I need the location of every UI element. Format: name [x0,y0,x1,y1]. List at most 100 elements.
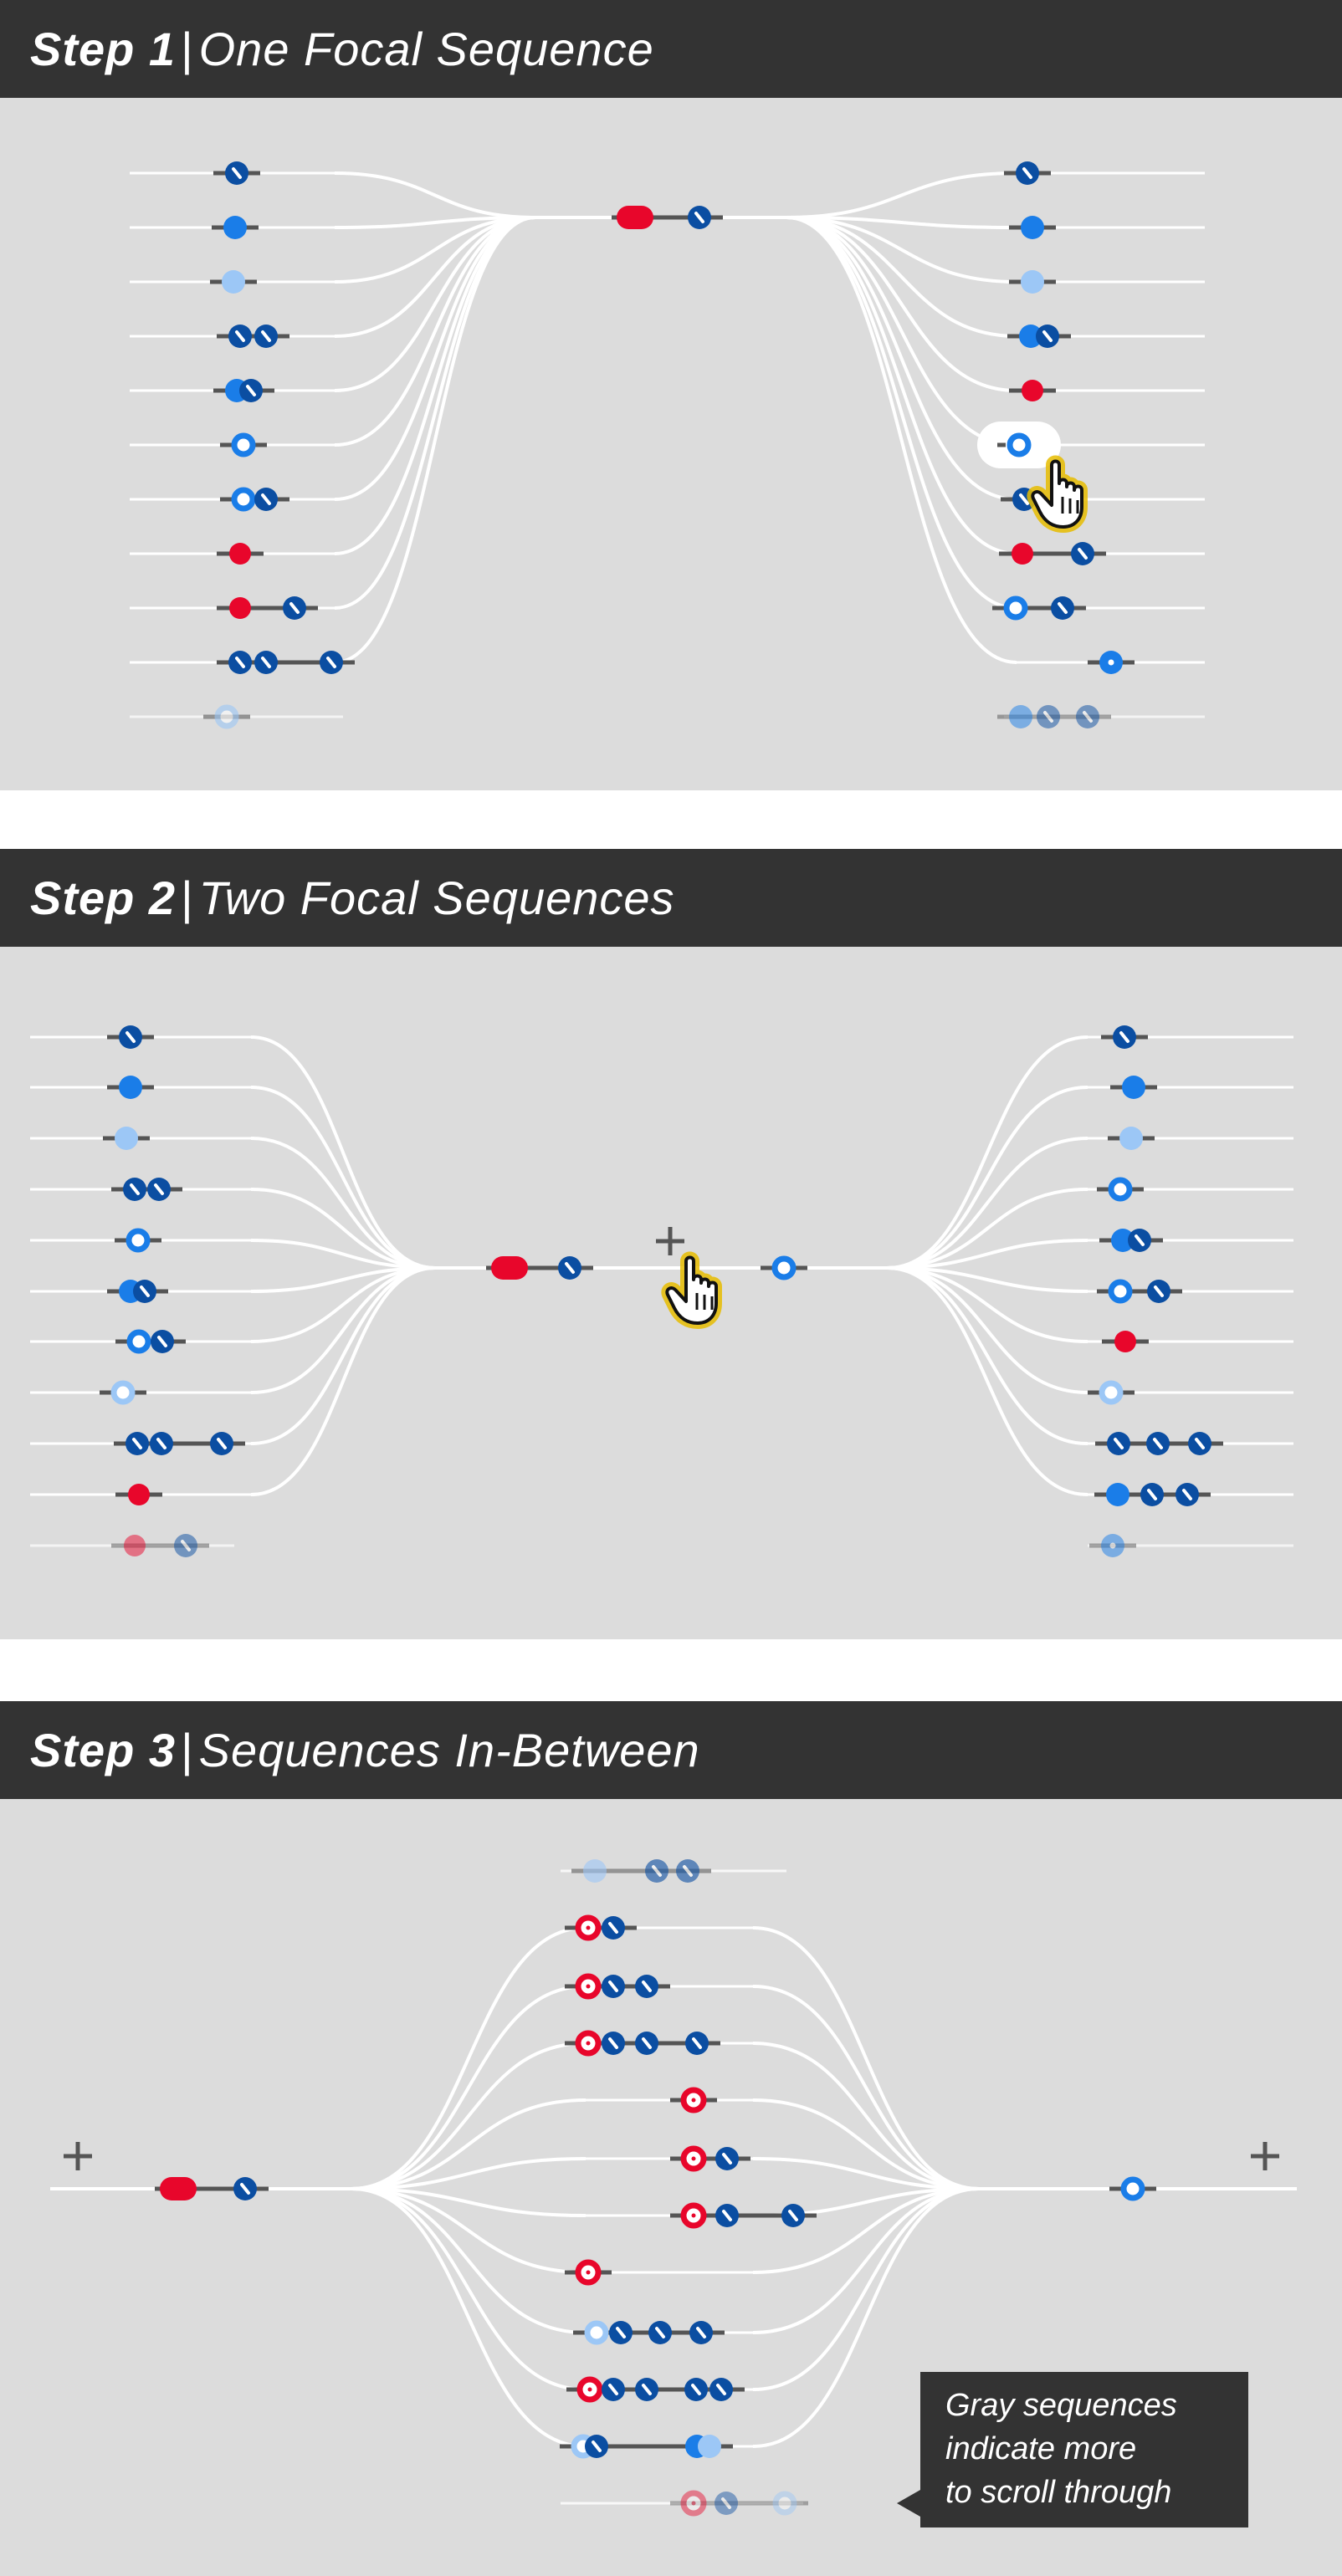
connector-curve [334,216,536,501]
connector-curve [250,1266,436,1445]
connector-curve [752,2098,980,2190]
slash-mark [655,2327,665,2338]
ring-center [587,2387,592,2392]
event-D [558,1256,581,1280]
ring-center [586,1925,591,1930]
red-pill [160,2177,197,2200]
blue-dot [223,216,247,239]
event-R [229,597,251,619]
event-R [1114,1331,1136,1352]
event-O [1006,432,1032,457]
slash-mark [1119,1031,1129,1043]
connector-curve [752,2187,980,2448]
event-D [1016,161,1039,185]
event-RO [575,2030,602,2057]
connector-curve [786,216,1017,610]
blue-ring [126,1329,151,1354]
event-D [602,2032,625,2055]
connector-curve [886,1239,1088,1270]
step-1-diagram [130,161,1205,729]
event-D [133,1280,156,1303]
slash-mark [592,2441,602,2452]
slash-mark [565,1262,575,1274]
event-O [1108,1279,1133,1304]
connector-curve [752,1985,980,2190]
connector-curve [334,216,536,555]
event-L [1119,1127,1143,1150]
event-D [254,325,278,348]
connector-curve [351,1985,586,2190]
slash-mark [326,657,336,668]
red-dot [124,1535,146,1556]
event-D [684,2378,708,2401]
event-RO [575,1914,602,1941]
connector-curve [351,2187,586,2334]
event-D [715,2492,738,2515]
plus-icon [1251,2142,1279,2170]
slash-mark [1135,1234,1145,1246]
slash-mark [1195,1438,1205,1449]
slash-mark [1042,330,1053,342]
event-D [1051,596,1074,620]
event-D [635,2032,658,2055]
blue-dot [1009,705,1032,728]
light-blue-dot [115,1127,138,1150]
tooltip-line-3: to scroll through [945,2475,1172,2510]
slash-mark [156,1438,166,1449]
event-OL [584,2320,609,2345]
event-OL [110,1380,136,1405]
red-pill [617,206,653,229]
light-blue-ring [772,2491,797,2516]
red-dot [1114,1331,1136,1352]
slash-mark [157,1336,167,1347]
event-D [1128,1229,1151,1252]
event-O [1108,1177,1133,1202]
slash-mark [1058,602,1068,614]
slash-mark [616,2327,626,2338]
blue-dot [119,1076,142,1099]
event-BD [1101,1534,1124,1557]
slash-mark [694,212,704,223]
slash-mark [608,1981,618,1992]
event-B [1106,1483,1129,1506]
event-R [1022,380,1043,401]
event-D [1071,542,1094,565]
connector-curve [786,216,1017,229]
hand-pointer-icon [661,1251,722,1329]
connector-curve [752,2187,980,2391]
blue-ring [771,1255,796,1280]
connector-curve [351,1926,586,2190]
slash-mark [132,1438,142,1449]
event-D [283,596,306,620]
slash-mark [235,657,245,668]
slash-mark [642,2384,652,2395]
slash-mark [691,2384,701,2395]
event-R [229,543,251,565]
slash-mark [240,2183,250,2195]
connector-curve [334,216,536,229]
ring-center [691,2501,696,2506]
connector-curve [752,1926,980,2190]
ring-center [586,2270,591,2275]
event-D [1140,1483,1164,1506]
connector-curve [886,1188,1088,1270]
event-RR [491,1256,528,1280]
step-2-header: Step 2|Two Focal Sequences [0,849,1342,947]
light-blue-dot [698,2435,721,2458]
event-D [1107,1432,1130,1455]
event-D [150,1432,173,1455]
connector-curve [886,1137,1088,1270]
event-B [119,1076,142,1099]
event-D [225,161,248,185]
ring-center [586,2041,591,2046]
event-D [228,651,252,674]
red-dot [1012,543,1033,565]
event-RO [680,2145,707,2172]
blue-ring [125,1228,151,1253]
slash-mark [217,1438,227,1449]
slash-mark [642,2037,652,2049]
connector-curve [250,1266,436,1394]
connector-curve [250,1086,436,1270]
event-RR [160,2177,197,2200]
event-D [123,1178,146,1201]
